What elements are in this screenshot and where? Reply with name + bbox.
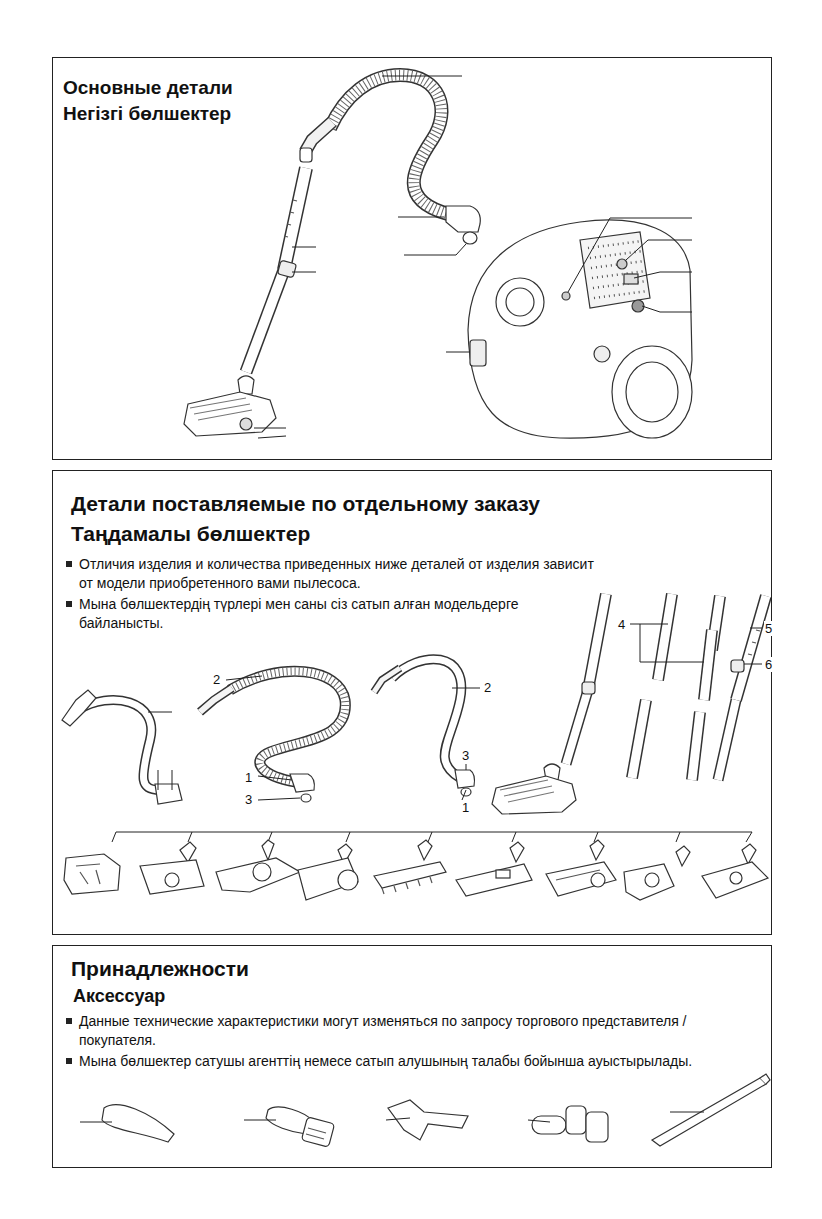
leader-lines: [148, 624, 762, 800]
extension-tubes: [632, 594, 766, 780]
leader-lines: [80, 1112, 704, 1122]
bullet-text: Мына бөлшектердің түрлері мен саны сіз с…: [79, 595, 599, 633]
bullet-text: Данные технические характеристики могут …: [79, 1012, 759, 1050]
callout-number: 3: [461, 748, 470, 763]
callout-number: 2: [483, 680, 492, 695]
optional-wand: [492, 594, 606, 814]
callout-number: 6: [764, 657, 773, 672]
section-heading: Аксессуар: [73, 984, 165, 1008]
section-panel: ПринадлежностиАксессуарДанные технически…: [52, 945, 772, 1168]
accessories: [102, 1074, 770, 1147]
bullet-square: [66, 1058, 72, 1064]
callout-number: 4: [617, 617, 626, 632]
section-panel: Детали поставляемые по отдельному заказу…: [52, 470, 772, 935]
bullet-square: [66, 561, 72, 567]
callout-number: 1: [461, 800, 470, 815]
section-heading: Таңдамалы бөлшектер: [71, 521, 310, 547]
callout-number: 2: [212, 672, 221, 687]
optional-hoses: [62, 659, 475, 804]
nozzle-row: [64, 840, 768, 900]
callout-number: 5: [764, 621, 773, 636]
section-panel: Основные деталиНегізгі бөлшектер: [52, 57, 772, 460]
callout-number: 1: [244, 770, 253, 785]
floor-nozzle: [184, 376, 276, 436]
bullet-square: [66, 601, 72, 607]
bullet-text: Отличия изделия и количества приведенных…: [79, 555, 599, 593]
callout-number: 3: [244, 792, 253, 807]
hose: [300, 75, 480, 244]
vacuum-body: [468, 220, 692, 438]
section-heading: Негізгі бөлшектер: [63, 102, 231, 126]
wand: [246, 168, 306, 372]
section-heading: Детали поставляемые по отдельному заказу: [71, 491, 540, 517]
bullet-square: [66, 1018, 72, 1024]
bullet-text: Мына бөлшектер сатушы агенттің немесе са…: [79, 1052, 759, 1071]
nozzle-bracket: [112, 832, 752, 842]
section-heading: Принадлежности: [71, 956, 249, 982]
section-heading: Основные детали: [63, 76, 233, 100]
leader-lines: [254, 76, 692, 438]
